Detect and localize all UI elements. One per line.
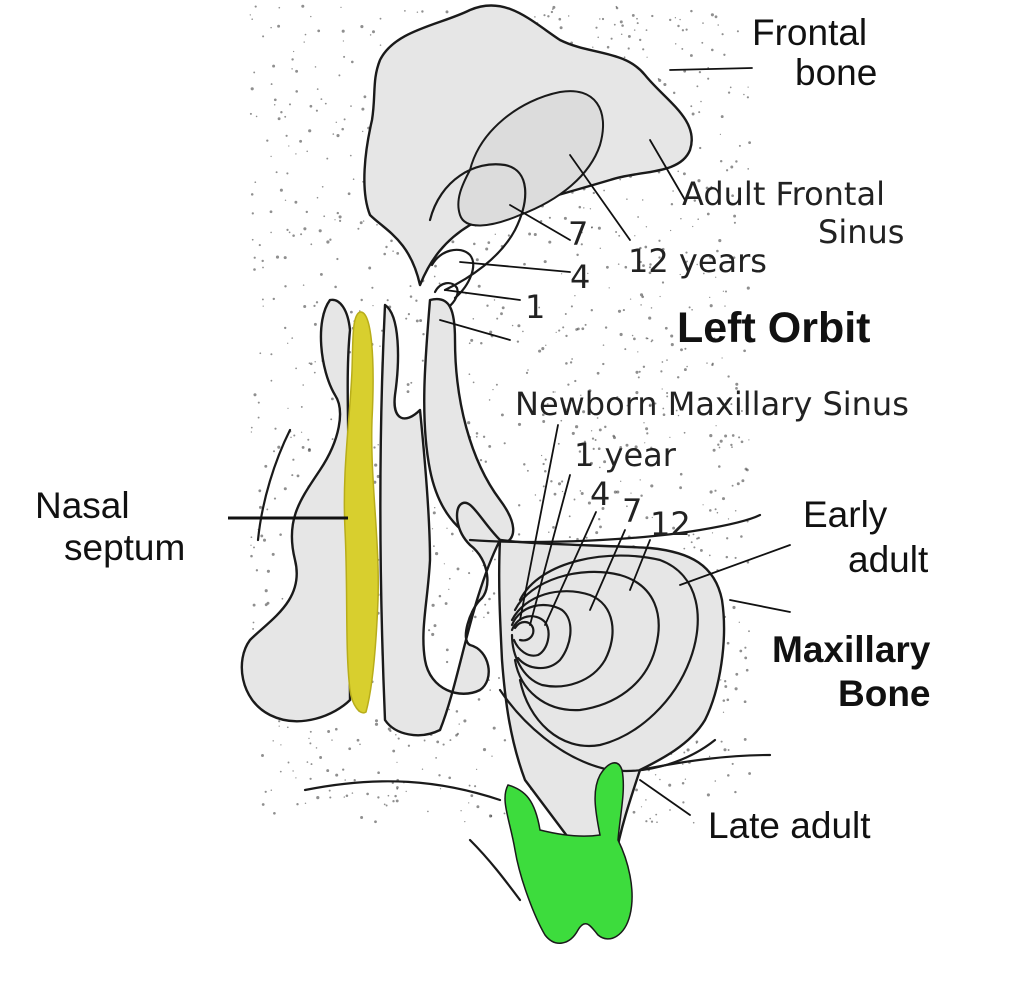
maxillary-sinus-newborn-outline	[513, 620, 535, 642]
early-adult-label-line1: Early	[803, 494, 888, 535]
left-nasal-wall	[240, 298, 352, 723]
newborn-maxillary-sinus-label: Newborn Maxillary Sinus	[515, 385, 909, 423]
age-4-leader	[459, 261, 571, 273]
maxillary-bone-shape	[497, 538, 726, 866]
lower-right-contour-line	[638, 753, 772, 772]
age-12-years-label: 12 years	[628, 242, 767, 280]
late-adult-leader	[639, 779, 691, 816]
orbit-leader	[439, 319, 511, 341]
max-age-12-label: 12	[650, 505, 691, 543]
adult-frontal-sinus-label-line1: Adult Frontal	[682, 175, 885, 213]
adult-frontal-sinus-outline	[457, 90, 605, 227]
maxillary-sinus-early-adult-outline	[518, 554, 699, 748]
lower-face-contour-line	[303, 780, 502, 802]
adult-frontal-sinus-leader	[649, 139, 686, 201]
early-adult-label-line2: adult	[848, 539, 929, 580]
age-4-label: 4	[570, 258, 590, 296]
frontal-bone-leader	[669, 67, 753, 71]
maxillary-sinus-12-outline	[513, 570, 660, 712]
age-1-year-leader	[529, 474, 571, 626]
max-age-7-leader	[589, 529, 626, 611]
maxillary-bone-label-line1: Maxillary	[772, 629, 931, 670]
nasal-septum-shape	[343, 311, 380, 714]
left-face-contour-line	[256, 428, 292, 542]
max-age-4-label: 4	[590, 475, 610, 513]
max-age-12-leader	[629, 539, 651, 591]
adult-frontal-sinus-label-line2: Sinus	[818, 213, 904, 251]
max-age-4-leader	[544, 511, 597, 626]
lower-left-contour-line	[468, 838, 522, 902]
maxillary-sinus-1-year-outline	[510, 615, 550, 657]
maxillary-sinus-4-outline	[510, 603, 572, 670]
age-1-label: 1	[525, 288, 545, 326]
frontal-sinus-4-outline	[433, 282, 459, 312]
maxillary-bone-label-line2: Bone	[838, 673, 931, 714]
age-7-label: 7	[568, 215, 588, 253]
age-7-leader	[509, 204, 571, 241]
nasal-septum-label-line2: septum	[64, 527, 185, 568]
tooth-shape	[504, 762, 633, 944]
age-1-leader	[444, 289, 521, 301]
cheek-contour-line	[468, 513, 762, 544]
nasal-septum-label-line1: Nasal	[35, 485, 130, 526]
early-adult-leader	[679, 544, 791, 586]
frontal-sinus-7-outline	[430, 248, 475, 300]
left-orbit-label: Left Orbit	[677, 304, 870, 352]
frontal-bone-label-line1: Frontal	[752, 12, 867, 53]
late-adult-label: Late adult	[708, 805, 871, 846]
orbit-medial-wall	[423, 297, 515, 547]
age-1-year-label: 1 year	[574, 436, 677, 474]
right-nasal-wall	[379, 303, 502, 737]
age-12-years-leader	[569, 154, 631, 241]
newborn-maxillary-sinus-leader	[519, 424, 559, 621]
max-age-7-label: 7	[622, 492, 642, 530]
frontal-bone-label-line2: bone	[795, 52, 877, 93]
maxillary-bone-leader	[729, 599, 791, 613]
